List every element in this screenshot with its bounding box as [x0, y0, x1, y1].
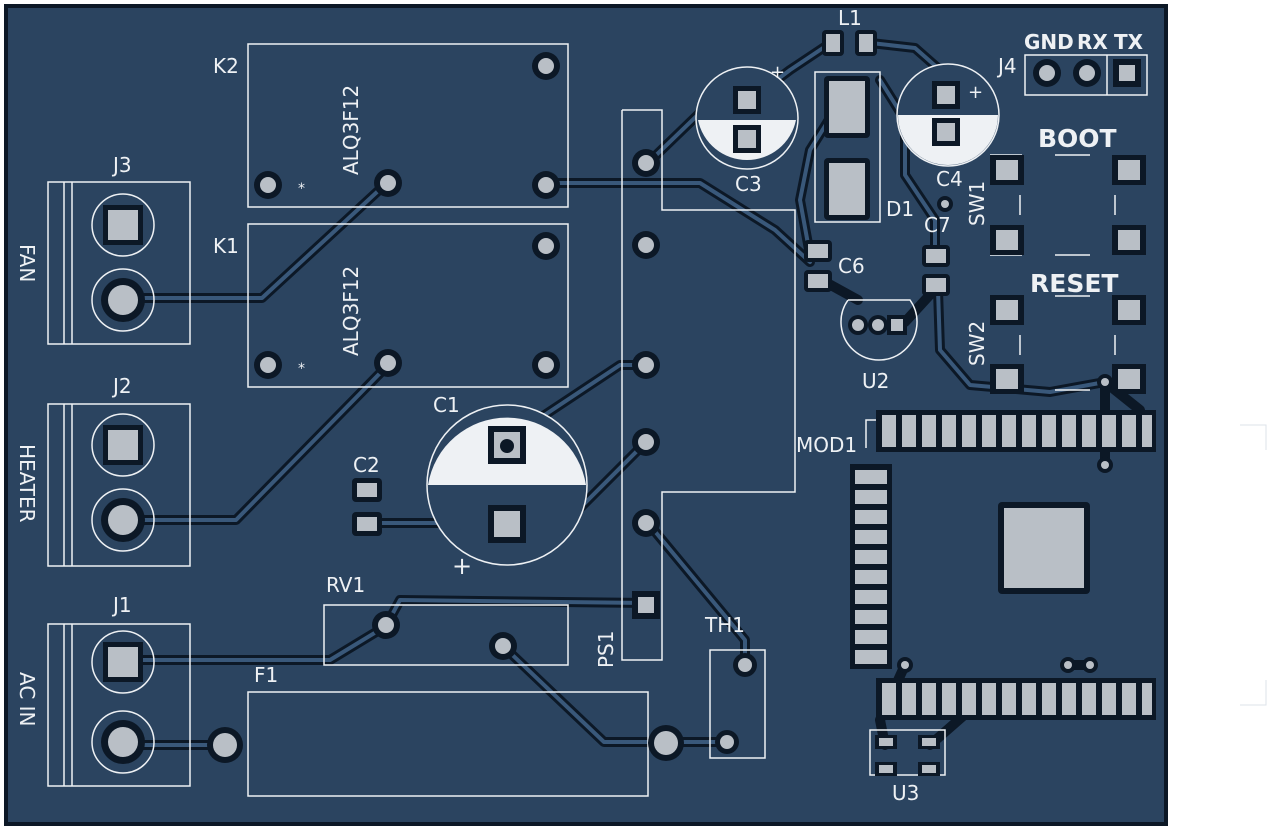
ref-th1: TH1 — [704, 613, 745, 637]
ref-j2: J2 — [111, 374, 132, 398]
f1-outline — [247, 691, 649, 797]
ref-ps1: PS1 — [594, 631, 618, 668]
label-rx: RX — [1077, 30, 1108, 54]
label-tx: TX — [1114, 30, 1144, 54]
ref-j3: J3 — [111, 153, 132, 177]
module-mod1 — [850, 410, 1156, 720]
ref-c2: C2 — [353, 453, 380, 477]
ref-mod1: MOD1 — [796, 433, 857, 457]
polarity-c3: + — [770, 62, 785, 83]
ps1-outline — [621, 109, 796, 661]
ref-c3: C3 — [735, 172, 762, 196]
j1-outline — [47, 623, 191, 787]
ref-k1: K1 — [213, 234, 239, 258]
label-reset: RESET — [1030, 269, 1118, 298]
th1-outline — [709, 649, 766, 759]
j4-outline — [1024, 54, 1148, 96]
u3-outline — [869, 729, 946, 776]
relay-k2-value: ALQ3F12 — [339, 85, 363, 175]
relay-k1-value: ALQ3F12 — [339, 266, 363, 356]
ref-c7: C7 — [924, 213, 951, 237]
relay-k2-outline — [247, 43, 569, 208]
ref-l1: L1 — [838, 6, 862, 30]
label-heater: HEATER — [15, 444, 39, 523]
ref-k2: K2 — [213, 54, 239, 78]
ref-j1: J1 — [111, 593, 132, 617]
ref-u3: U3 — [892, 781, 919, 805]
ref-sw1: SW1 — [965, 181, 989, 226]
through-hole-pads — [91, 52, 1141, 774]
silkscreen-text: K2 K1 ALQ3F12 ALQ3F12 * * J3 J2 J1 FAN H… — [15, 6, 1144, 805]
track-highlight — [128, 40, 1107, 747]
j2-outline — [47, 403, 191, 567]
polarity-c4: + — [968, 82, 983, 103]
ref-d1: D1 — [886, 197, 914, 221]
silkscreen-outlines — [47, 43, 1148, 797]
label-boot: BOOT — [1038, 124, 1117, 153]
ref-j4: J4 — [996, 54, 1017, 78]
capacitor-c4 — [896, 63, 1000, 167]
ref-c4: C4 — [936, 167, 963, 191]
polarity-c1: + — [452, 552, 472, 580]
pin1-marker-k2: * — [298, 181, 305, 197]
capacitor-c3 — [695, 66, 799, 170]
label-fan: FAN — [15, 244, 39, 282]
ref-c6: C6 — [838, 254, 865, 278]
ref-sw2: SW2 — [965, 321, 989, 366]
label-gnd: GND — [1024, 30, 1074, 54]
relay-k1-outline — [247, 223, 569, 388]
ref-f1: F1 — [254, 663, 278, 687]
ref-rv1: RV1 — [326, 573, 365, 597]
j3-outline — [47, 181, 191, 345]
ref-c1: C1 — [433, 393, 460, 417]
rv1-outline — [323, 604, 569, 666]
ref-u2: U2 — [862, 369, 889, 393]
smd-pads — [352, 30, 1146, 776]
d1-outline — [814, 71, 881, 223]
pin1-marker-k1: * — [298, 361, 305, 377]
label-ac-in: AC IN — [15, 672, 39, 727]
